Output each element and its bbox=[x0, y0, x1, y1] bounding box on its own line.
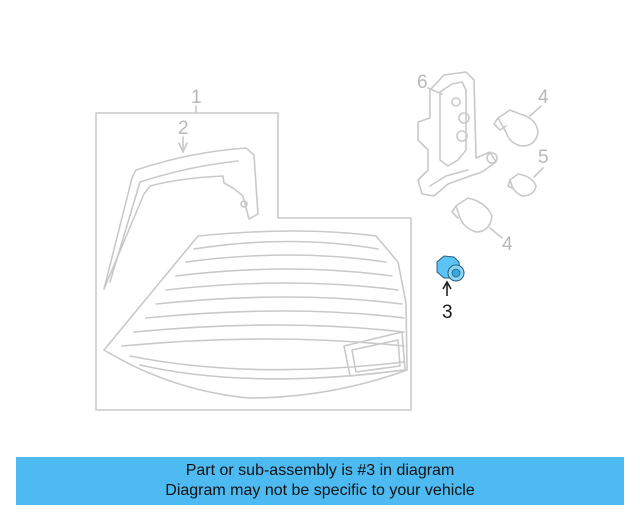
callout-5: 5 bbox=[538, 147, 549, 168]
bulb-part-4-lower bbox=[451, 197, 503, 239]
assembly-frame bbox=[95, 112, 412, 411]
bulb-part-5 bbox=[507, 167, 544, 197]
tail-light-lens bbox=[103, 230, 408, 399]
gasket-part-2 bbox=[103, 136, 259, 290]
info-banner: Part or sub-assembly is #3 in diagram Di… bbox=[16, 457, 624, 505]
callout-1: 1 bbox=[191, 87, 202, 108]
banner-line-2: Diagram may not be specific to your vehi… bbox=[165, 482, 475, 499]
parts-diagram bbox=[95, 71, 544, 411]
callout-2: 2 bbox=[178, 118, 189, 139]
callout-4-lower: 4 bbox=[502, 234, 513, 255]
bulb-holder-part-6 bbox=[417, 71, 498, 197]
callout-4-upper: 4 bbox=[538, 87, 549, 108]
callout-6: 6 bbox=[417, 72, 428, 93]
bulb-part-4-upper bbox=[493, 105, 542, 147]
banner-line-1: Part or sub-assembly is #3 in diagram bbox=[185, 462, 455, 479]
grommet-part-3 bbox=[436, 255, 465, 296]
callout-3: 3 bbox=[442, 302, 453, 323]
